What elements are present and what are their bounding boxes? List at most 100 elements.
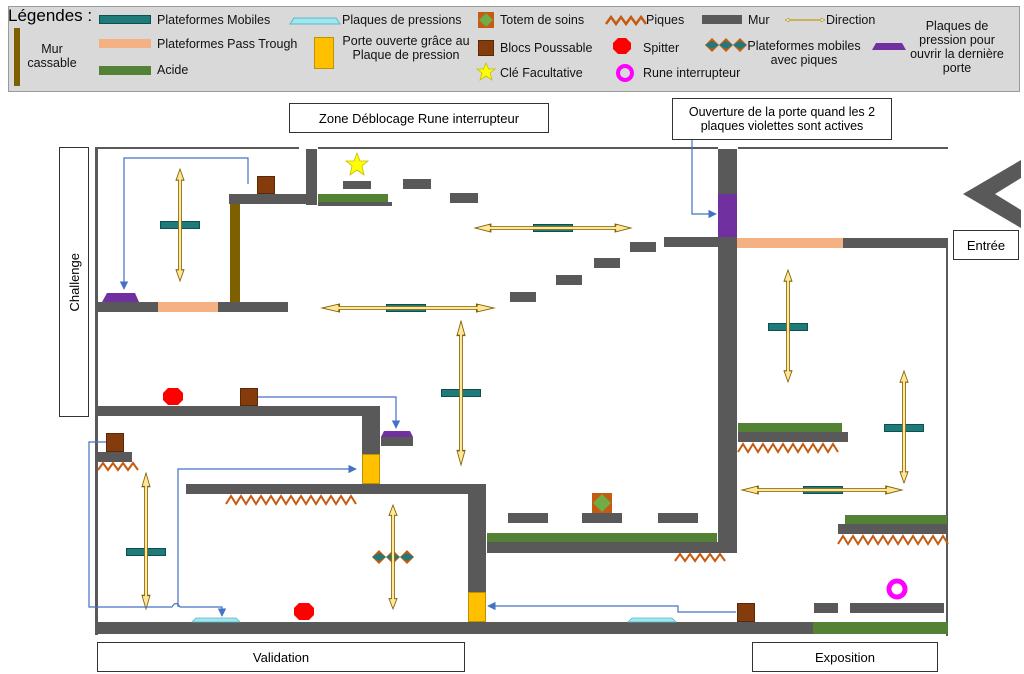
legend-pressure-plate-icon xyxy=(289,17,341,25)
legend-direction-label: Direction xyxy=(826,13,876,27)
legend-mobile-swatch xyxy=(99,15,151,24)
entry-platform xyxy=(843,238,948,248)
top-divider-column xyxy=(306,149,317,205)
legend-spikes-label: Piques xyxy=(646,13,685,27)
legend-key-icon xyxy=(475,61,497,81)
center-step-3 xyxy=(658,513,698,523)
legend-plates-label: Plaques de pressions xyxy=(342,13,462,27)
link-arrows xyxy=(88,140,736,617)
floor xyxy=(98,622,813,634)
center-ledge xyxy=(487,542,719,553)
link-arrow xyxy=(258,396,401,429)
push-block xyxy=(737,603,755,622)
link-arrow xyxy=(88,441,227,617)
direction-arrow-horizontal xyxy=(321,303,495,313)
legend-title: Légendes : xyxy=(8,6,93,25)
push-block xyxy=(240,388,258,406)
stair-3 xyxy=(594,258,620,268)
entry-pass-platform xyxy=(737,238,843,248)
central-column xyxy=(718,237,737,553)
legend-push-label: Blocs Poussable xyxy=(500,41,593,55)
bottom-right-step xyxy=(814,603,838,613)
breakable-wall xyxy=(230,204,240,302)
far-right-ledge xyxy=(838,524,947,534)
direction-arrow-horizontal xyxy=(741,485,903,495)
legend-key-label: Clé Facultative xyxy=(500,66,583,80)
spikes xyxy=(674,552,726,563)
direction-arrow-horizontal xyxy=(474,223,632,233)
link-arrow xyxy=(487,601,736,613)
legend-totem-label: Totem de soins xyxy=(500,13,585,27)
stair-1 xyxy=(510,292,536,302)
central-column-top xyxy=(718,149,737,194)
switch-rune-icon xyxy=(886,578,908,600)
direction-arrow-vertical xyxy=(899,370,909,484)
spikes xyxy=(225,494,357,506)
legend-panel xyxy=(8,6,1020,92)
link-arrow xyxy=(177,464,357,607)
push-block xyxy=(106,433,124,452)
spikes xyxy=(837,534,949,546)
challenge-ledge-pass xyxy=(158,302,218,312)
key-ledge-acid xyxy=(318,194,388,202)
legend-acid-swatch xyxy=(99,66,151,75)
challenge-ledge-right xyxy=(218,302,288,312)
step-3 xyxy=(450,193,478,203)
direction-arrow-vertical xyxy=(141,472,151,610)
spitter-icon xyxy=(163,388,183,405)
center-ledge-acid xyxy=(487,533,717,542)
violet-door-top xyxy=(718,194,737,237)
outer-right-wall xyxy=(946,248,948,636)
center-step-1 xyxy=(508,513,548,523)
right-ledge xyxy=(738,432,848,442)
stair-5 xyxy=(664,237,718,247)
healing-totem-icon xyxy=(592,493,612,513)
spitter-icon xyxy=(294,603,314,620)
link-arrow xyxy=(691,140,717,219)
outer-top-wall-far-right xyxy=(738,147,948,149)
step-1 xyxy=(343,181,371,189)
legend-push-swatch xyxy=(478,40,494,56)
link-arrow xyxy=(119,157,249,290)
far-right-ledge-acid xyxy=(845,515,947,524)
door-note-label: Ouverture de la porte quand les 2 plaque… xyxy=(672,98,892,140)
validation-label: Validation xyxy=(97,642,465,672)
step-2 xyxy=(403,179,431,189)
outer-left-wall xyxy=(95,147,98,635)
legend-door-swatch xyxy=(314,37,334,69)
door-lower xyxy=(468,592,486,622)
legend-spitter-icon xyxy=(613,38,631,54)
legend-pass-swatch xyxy=(99,39,151,48)
direction-arrow-vertical xyxy=(456,320,466,466)
mid-left-column xyxy=(362,406,380,454)
legend-rune-label: Rune interrupteur xyxy=(643,66,741,80)
legend-mobile-spiked-label: Plateformes mobiles avec piques xyxy=(747,39,861,67)
legend-door-label: Porte ouverte grâce au Plaque de pressio… xyxy=(342,34,470,62)
rune-ledge xyxy=(850,603,944,613)
violet-plate-mid xyxy=(381,431,413,437)
legend-wall-label: Mur xyxy=(748,13,770,27)
pressure-plate-floor xyxy=(627,617,677,623)
entree-label: Entrée xyxy=(953,230,1019,260)
legend-acid-label: Acide xyxy=(157,63,189,77)
spikes xyxy=(97,461,139,472)
entrance-chevron-icon xyxy=(963,160,1021,228)
lower-column xyxy=(468,484,486,592)
legend-pass-label: Plateformes Pass Trough xyxy=(157,37,298,51)
outer-top-wall-left xyxy=(95,147,299,149)
outer-top-wall-right xyxy=(318,147,718,149)
stair-4 xyxy=(630,242,656,252)
zone-rune-label: Zone Déblocage Rune interrupteur xyxy=(289,103,549,133)
direction-arrow-vertical xyxy=(783,269,793,383)
legend-spikes-icon xyxy=(604,14,648,27)
legend-direction-icon xyxy=(784,17,826,23)
spikes xyxy=(737,442,839,454)
stair-2 xyxy=(556,275,582,285)
legend-breakable-label: Mur cassable xyxy=(27,42,77,70)
plate-ledge-violet xyxy=(381,437,413,446)
optional-key-icon xyxy=(344,151,370,176)
spike-corridor xyxy=(186,484,486,494)
small-ledge-left xyxy=(98,452,132,462)
direction-arrow-vertical xyxy=(175,168,185,282)
